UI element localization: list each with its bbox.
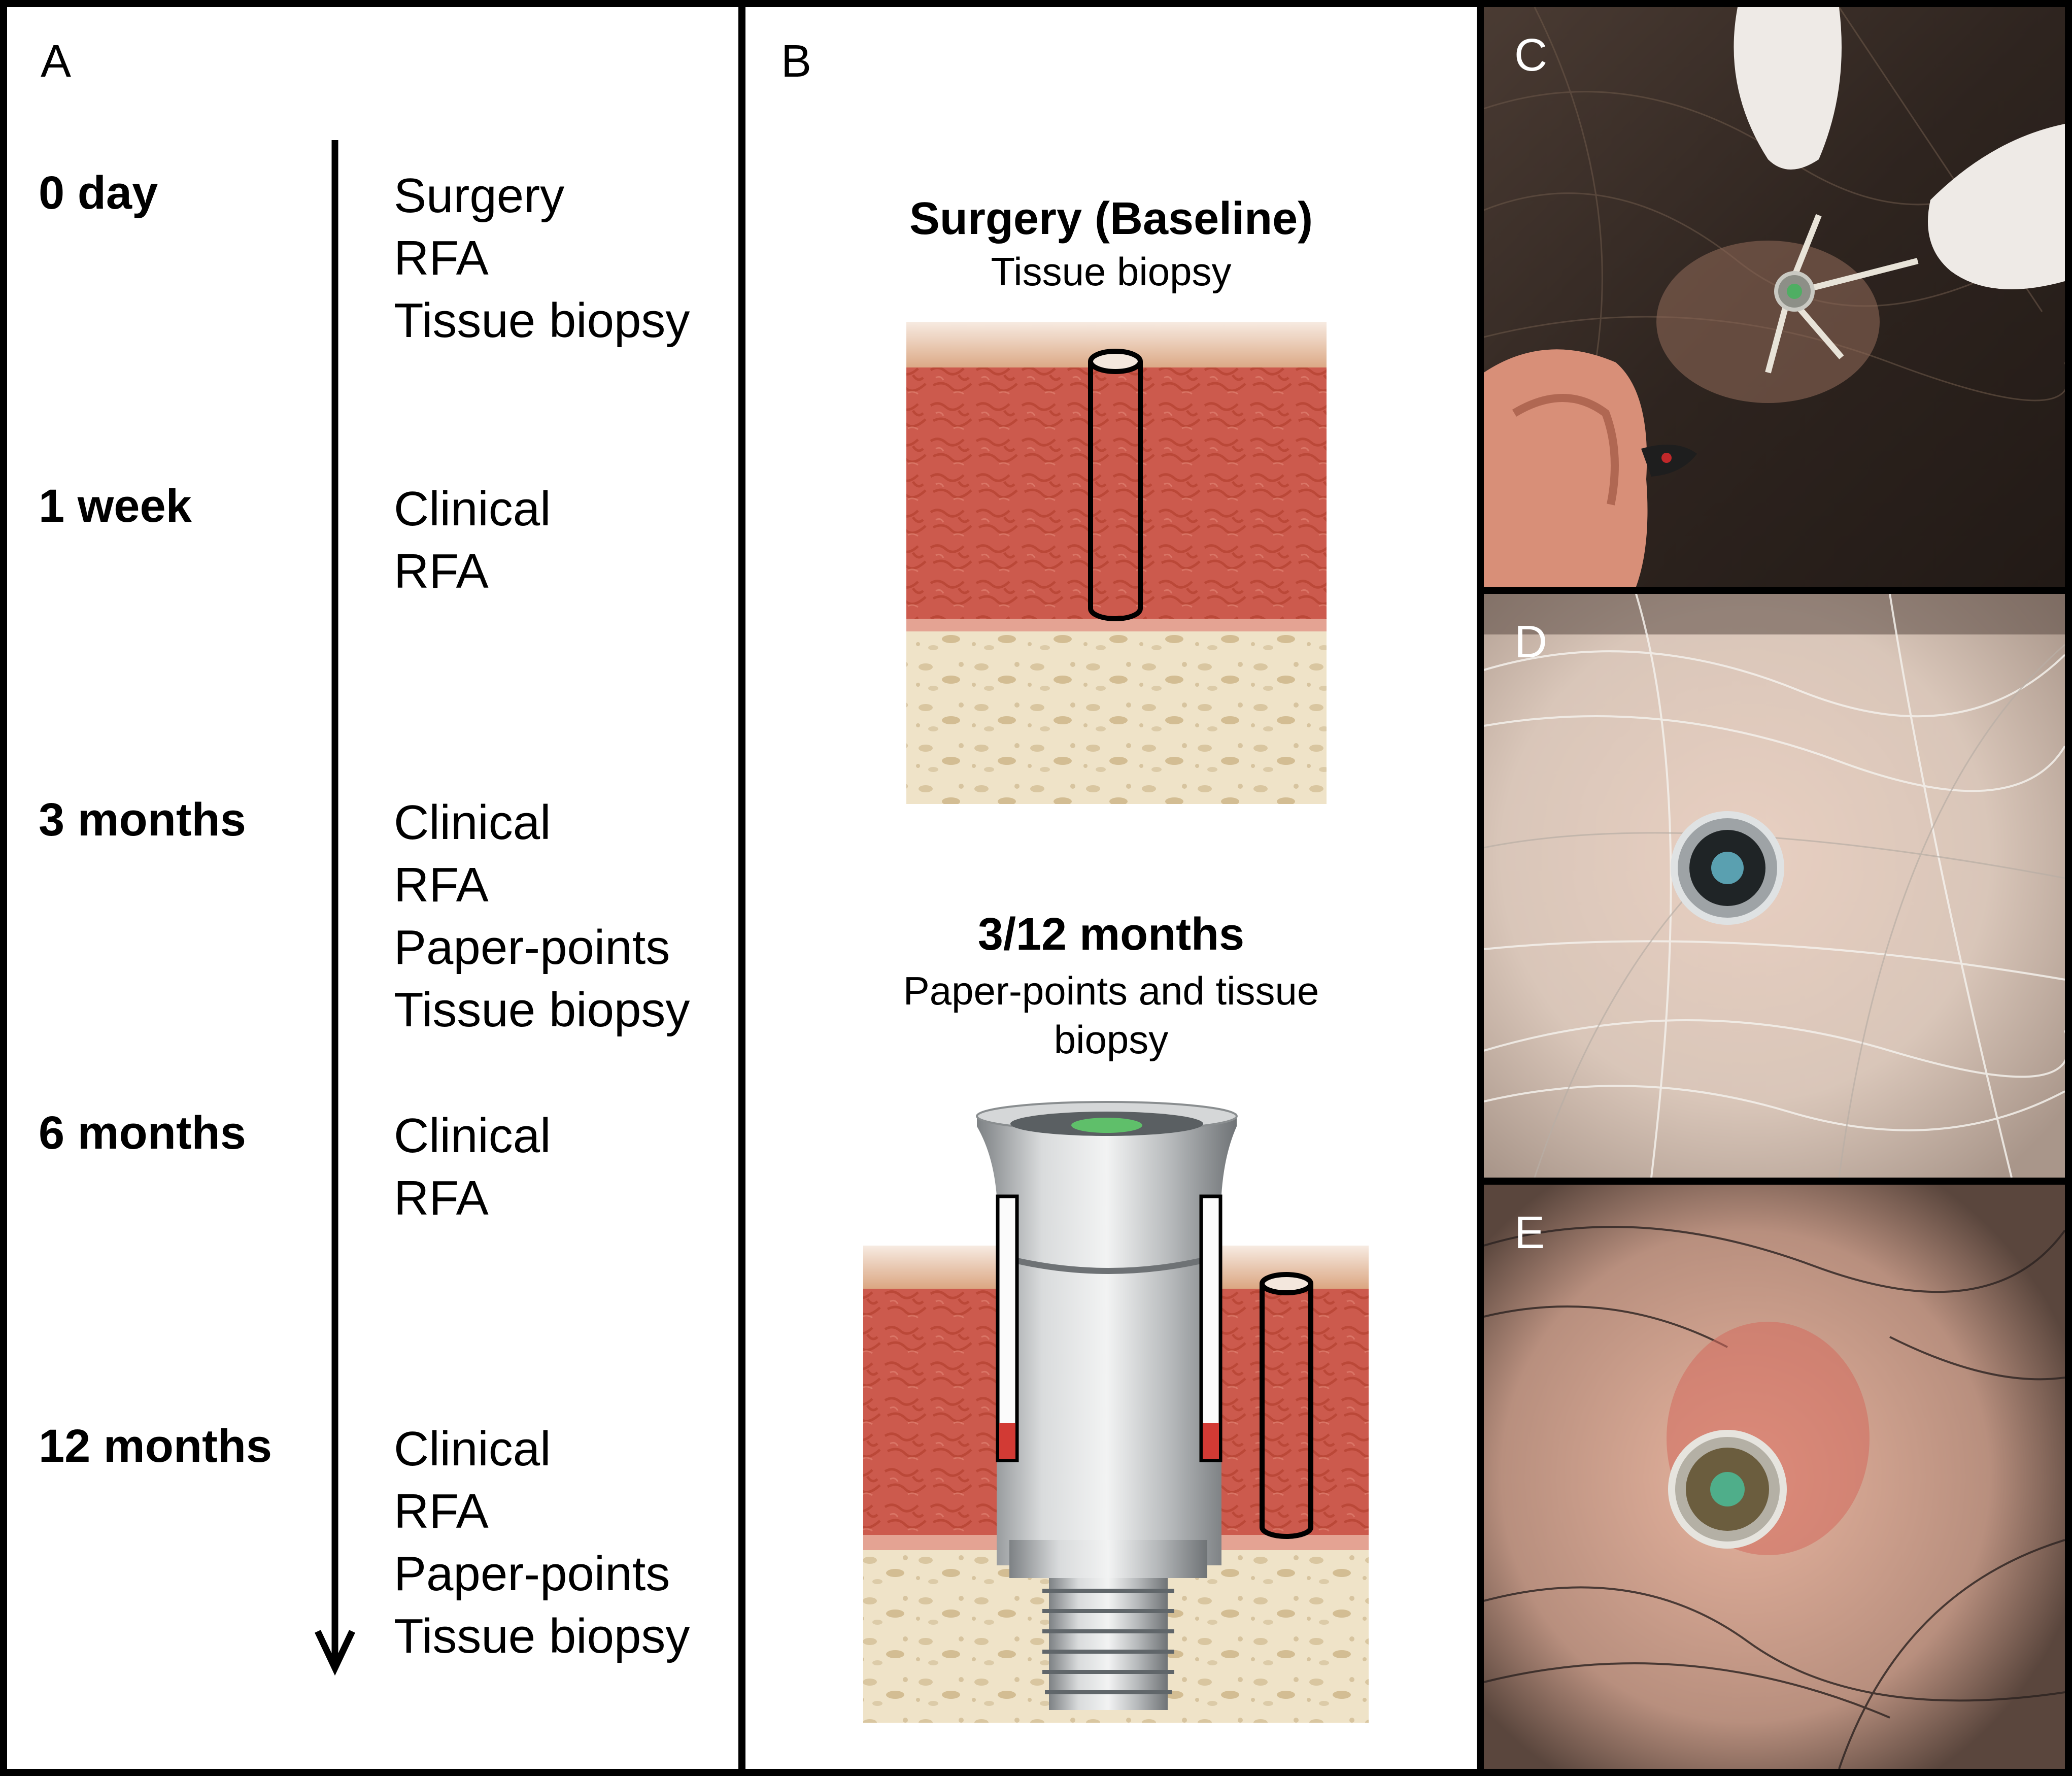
activity: Surgery [394,169,565,223]
followup-subtitle-line: biopsy [1054,1017,1169,1062]
photo-c-scene [1484,7,2065,587]
paper-point-right [1199,1194,1222,1462]
paper-point-left [996,1194,1019,1462]
abutment-top-view [1668,1430,1787,1549]
activity: RFA [394,544,489,598]
activity: Clinical [394,1422,551,1476]
timepoint-1-week-activities: Clinical RFA [394,478,551,602]
followup-subtitle: Paper-points and tissue biopsy [745,966,1477,1064]
followup-title: 3/12 months [977,909,1245,960]
activity: Clinical [394,795,551,850]
activity: Paper-points [394,920,670,975]
timepoint-6-months: 6 months [39,1107,246,1159]
panel-letter-e: E [1514,1208,1545,1258]
activity: Paper-points [394,1547,670,1601]
glove-finger-left [1734,7,1842,170]
baseline-tissue-block [906,322,1327,804]
baseline-title: Surgery (Baseline) [909,193,1313,244]
activity: Clinical [394,482,551,536]
panel-letter-c: C [1514,30,1547,81]
panel-letter-b: B [781,36,812,87]
panel-letter-a: A [41,36,72,87]
panel-d-photo: D [1484,594,2065,1178]
timepoint-12-months: 12 months [39,1420,273,1472]
panel-b-schematic: B Surgery (Baseline) Tissue biopsy 3/12 … [745,7,1477,1769]
soft-tissue-layer [906,367,1327,624]
timepoint-6-months-activities: Clinical RFA [394,1104,551,1229]
timepoint-0-day: 0 day [39,167,158,219]
screw-head [1071,1118,1142,1133]
scalp-area [1656,241,1880,403]
abutment-with-stays [1765,214,1919,374]
timepoint-3-months-activities: Clinical RFA Paper-points Tissue biopsy [394,791,690,1041]
activity: RFA [394,858,489,912]
baseline-subtitle: Tissue biopsy [991,249,1232,294]
activity: Tissue biopsy [394,293,690,348]
timepoint-3-months: 3 months [39,794,246,846]
panel-a-timeline: A 0 day Surgery RFA Tissue biopsy 1 week… [7,7,738,1769]
panel-b-drawings [863,322,1369,1723]
timeline-arrowhead [315,1630,355,1676]
photo-d-scene [1484,594,2065,1178]
implant-threads [1042,1578,1174,1710]
panel-e-photo: E [1484,1185,2065,1769]
biopsy-cylinder-followup [1260,1272,1313,1539]
timepoint-1-week: 1 week [39,480,192,532]
activity: RFA [394,231,489,285]
photo-e-scene [1484,1185,2065,1769]
activity: RFA [394,1484,489,1538]
bone-layer [906,631,1327,804]
followup-subtitle-line: Paper-points and tissue [903,968,1319,1013]
activity: Tissue biopsy [394,983,690,1037]
timepoint-0-day-activities: Surgery RFA Tissue biopsy [394,164,690,352]
activity: Clinical [394,1109,551,1163]
activity: Tissue biopsy [394,1609,690,1663]
abutment-top-view [1671,811,1784,925]
panel-letter-d: D [1514,617,1547,667]
ear [1484,349,1648,587]
glove-finger-right [1928,124,2065,289]
panel-c-photo: C [1484,7,2065,587]
timeline-arrow [315,140,355,1676]
abutment [976,1101,1238,1578]
activity: RFA [394,1171,489,1225]
timepoint-12-months-activities: Clinical RFA Paper-points Tissue biopsy [394,1418,690,1667]
biopsy-cylinder [1088,349,1143,621]
